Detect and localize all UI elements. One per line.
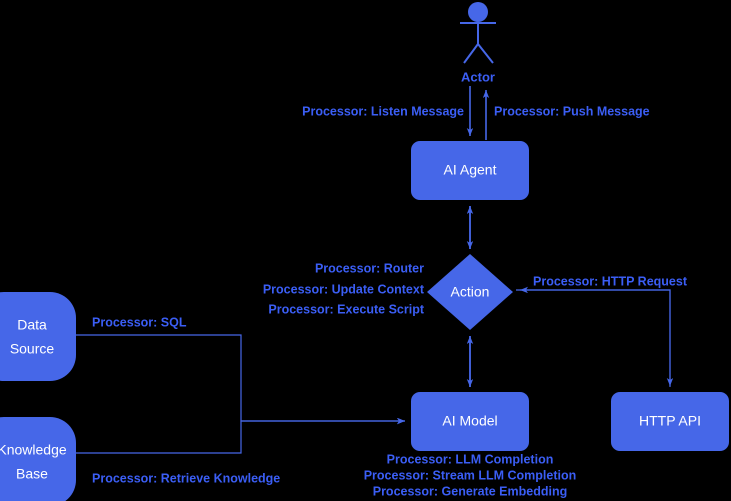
node-data-source[interactable]: Data Source bbox=[0, 292, 76, 381]
data-source-cylinder bbox=[0, 292, 76, 381]
edge-http-api-to-action bbox=[520, 286, 671, 387]
edge-label-stream-llm-completion: Processor: Stream LLM Completion bbox=[364, 468, 577, 482]
knowledge-base-cylinder bbox=[0, 417, 76, 501]
data-source-label-line1: Data bbox=[17, 317, 47, 333]
http-api-label: HTTP API bbox=[639, 413, 701, 429]
data-source-label-line2: Source bbox=[10, 341, 55, 357]
edge-label-push-message: Processor: Push Message bbox=[494, 104, 650, 118]
edge-data-source-to-ai-model bbox=[76, 334, 405, 425]
http-api-box bbox=[611, 392, 729, 451]
actor-legs-icon bbox=[463, 43, 494, 64]
edge-label-router: Processor: Router bbox=[315, 261, 424, 275]
knowledge-base-label-line1: Knowledge bbox=[0, 442, 67, 458]
node-knowledge-base[interactable]: Knowledge Base bbox=[0, 417, 76, 501]
action-diamond bbox=[427, 254, 513, 330]
node-ai-model[interactable]: AI Model bbox=[411, 392, 529, 451]
edge-label-http-request: Processor: HTTP Request bbox=[533, 274, 688, 288]
node-http-api[interactable]: HTTP API bbox=[611, 392, 729, 451]
edge-action-to-http-api bbox=[516, 289, 674, 386]
edge-label-execute-script: Processor: Execute Script bbox=[268, 302, 424, 316]
edge-label-update-context: Processor: Update Context bbox=[263, 282, 425, 296]
edge-knowledge-base-to-ai-model bbox=[76, 417, 405, 454]
actor-head-icon bbox=[468, 2, 488, 22]
edge-label-listen-message: Processor: Listen Message bbox=[302, 104, 464, 118]
ai-model-label: AI Model bbox=[442, 413, 497, 429]
action-label: Action bbox=[451, 284, 490, 300]
knowledge-base-label-line2: Base bbox=[16, 466, 48, 482]
edge-label-retrieve-knowledge: Processor: Retrieve Knowledge bbox=[92, 471, 280, 485]
node-ai-agent[interactable]: AI Agent bbox=[411, 141, 529, 200]
ai-agent-box bbox=[411, 141, 529, 200]
edge-label-generate-embedding: Processor: Generate Embedding bbox=[373, 484, 568, 498]
edge-label-sql: Processor: SQL bbox=[92, 315, 187, 329]
edge-label-llm-completion: Processor: LLM Completion bbox=[387, 452, 554, 466]
node-actor[interactable]: Actor bbox=[460, 2, 496, 84]
ai-agent-label: AI Agent bbox=[444, 162, 497, 178]
ai-model-box bbox=[411, 392, 529, 451]
node-action[interactable]: Action bbox=[427, 254, 513, 330]
actor-label: Actor bbox=[461, 69, 495, 84]
